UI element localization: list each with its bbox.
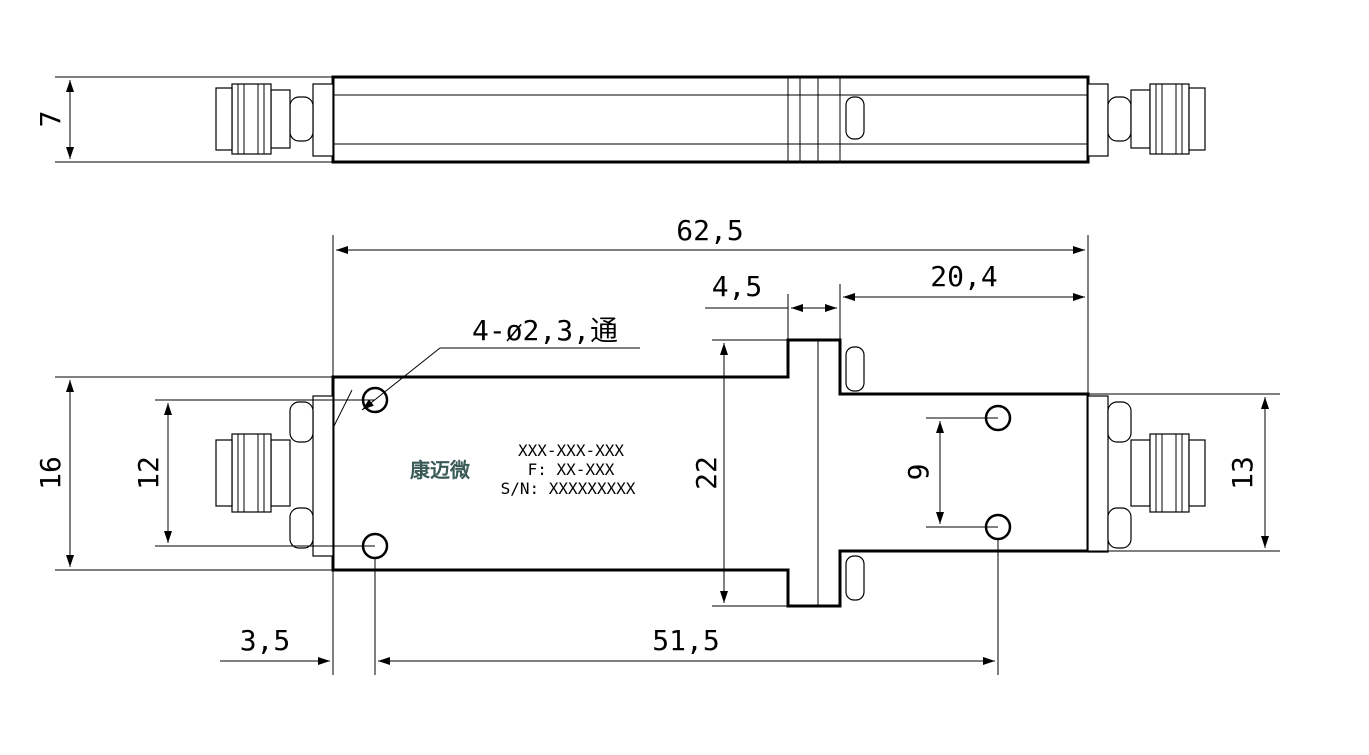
dim-height-side: 7: [34, 111, 67, 128]
dim-flange-width: 4,5: [712, 270, 763, 303]
dim-flange-height: 22: [690, 456, 723, 490]
dim-total-length: 62,5: [676, 214, 743, 247]
dim-hole-spacing-left: 12: [132, 456, 165, 490]
dim-height-left: 16: [34, 456, 67, 490]
hole-callout: 4-ø2,3,通: [472, 314, 618, 347]
product-label: 康迈微 XXX-XXX-XXX F: XX-XXX S/N: XXXXXXXXX: [410, 441, 636, 498]
side-view: 7: [34, 75, 1206, 164]
dim-hole-offset: 3,5: [240, 624, 291, 657]
brand-logo: 康迈微: [410, 458, 470, 482]
side-connector-right: [1087, 83, 1206, 157]
dim-hole-pitch: 51,5: [652, 624, 719, 657]
side-body: [331, 75, 1090, 164]
dim-flange-offset: 20,4: [930, 260, 997, 293]
model-number: XXX-XXX-XXX: [518, 441, 624, 460]
top-view: 康迈微 XXX-XXX-XXX F: XX-XXX S/N: XXXXXXXXX…: [34, 214, 1280, 675]
dim-hole-spacing-right: 9: [902, 464, 935, 481]
frequency-label: F: XX-XXX: [528, 460, 615, 479]
top-connector-right: [1087, 395, 1206, 553]
top-connector-left: [215, 395, 334, 557]
side-connector-left: [215, 83, 334, 157]
serial-number: S/N: XXXXXXXXX: [501, 479, 636, 498]
dim-height-right: 13: [1226, 456, 1259, 490]
